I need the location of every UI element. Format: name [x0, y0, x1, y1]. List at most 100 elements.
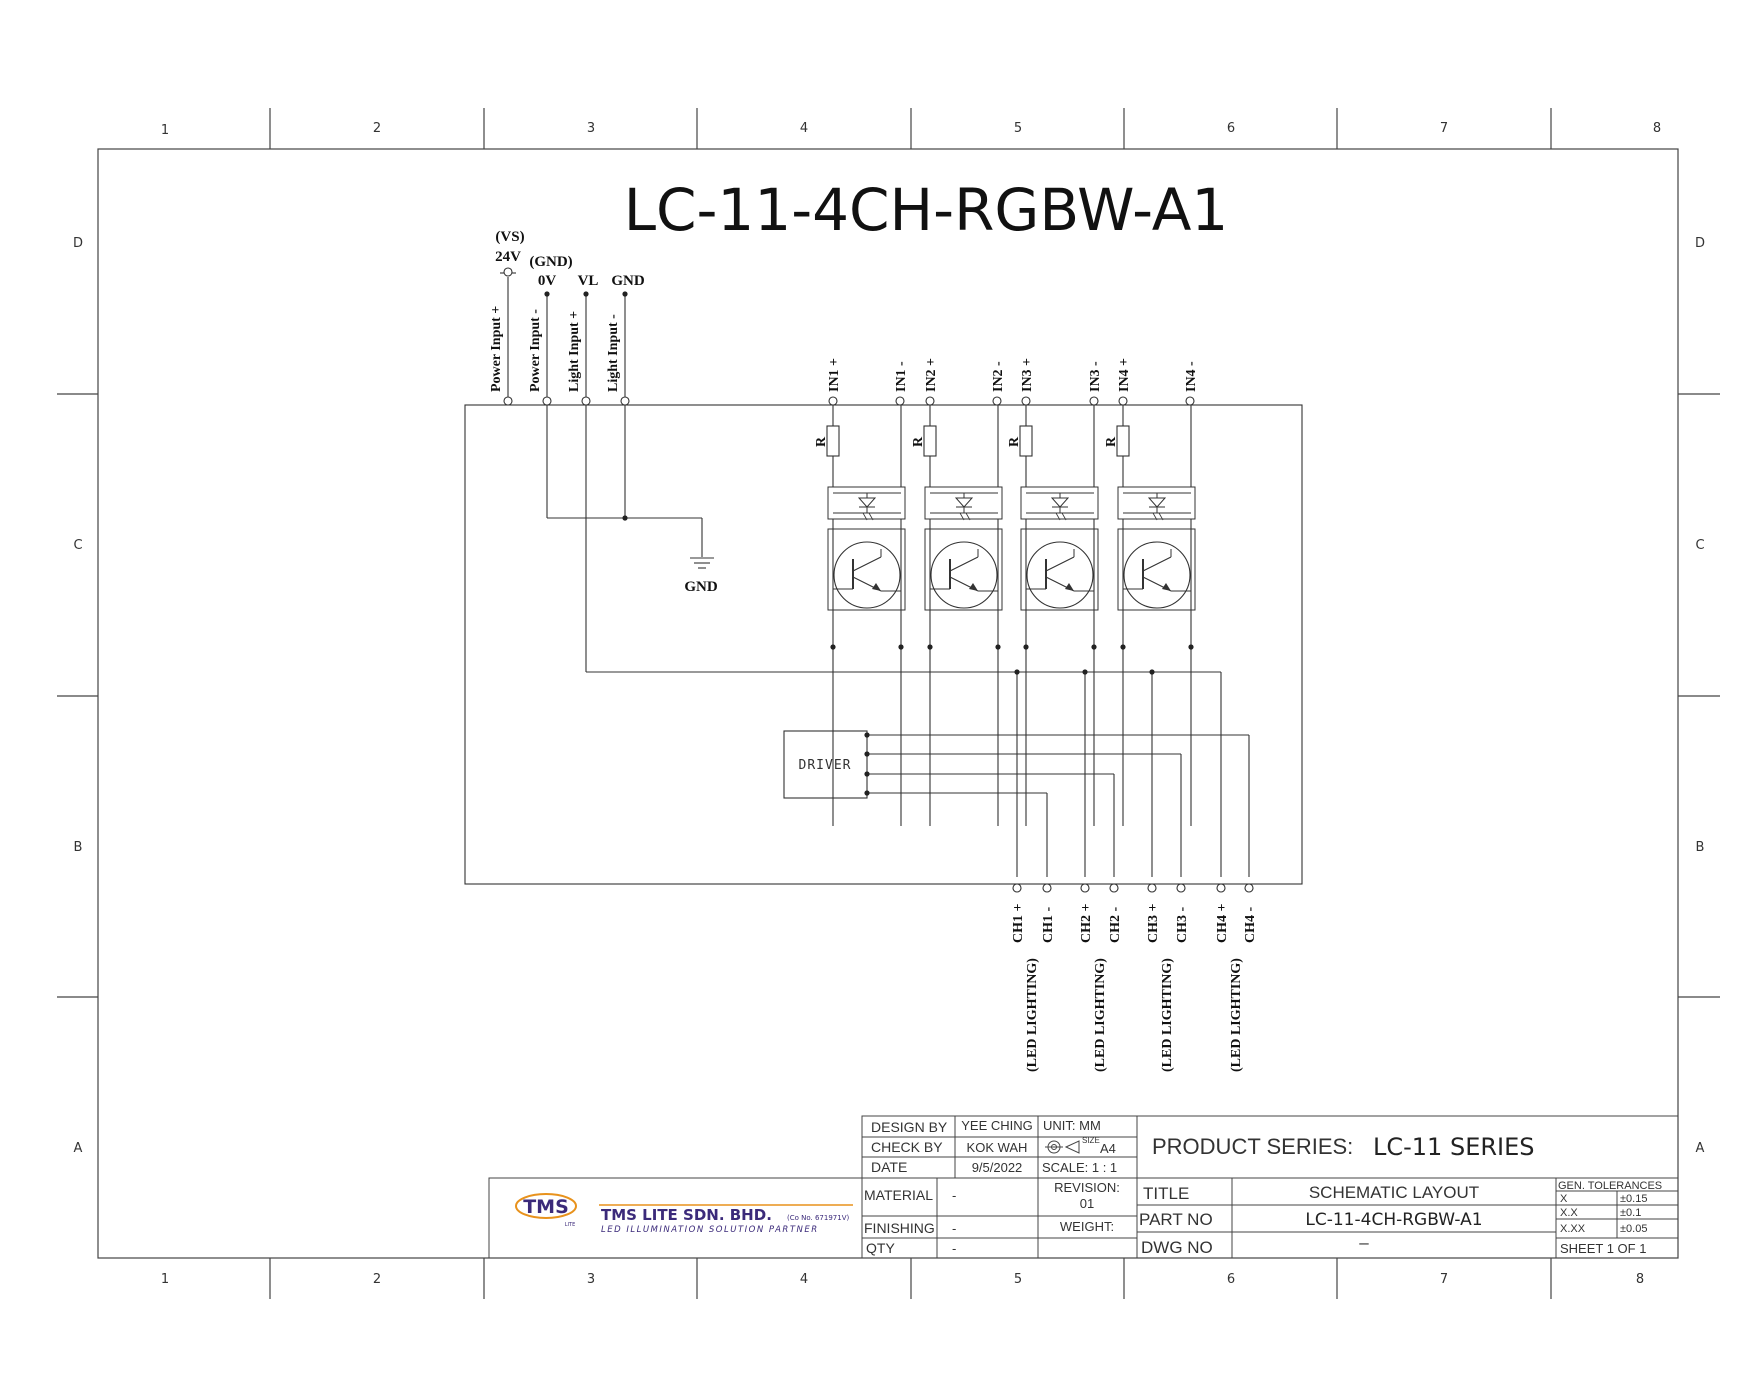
zone-col-top: 3 — [587, 121, 595, 136]
zone-col-top: 7 — [1440, 121, 1448, 136]
in1-minus-label: IN1 - — [894, 361, 909, 392]
resistor-label: R — [1104, 436, 1119, 447]
logo-sub: LITE — [565, 1222, 575, 1228]
zone-row-left: D — [73, 236, 83, 251]
projection-symbol-icon — [1045, 1140, 1080, 1154]
dwg-no-label: DWG NO — [1141, 1238, 1213, 1257]
driver-label: DRIVER — [799, 758, 852, 773]
gnd-label: GND — [611, 273, 645, 289]
finishing-value: - — [952, 1221, 956, 1236]
output-labels: CH1 + CH1 - CH2 + CH2 - CH3 + CH3 - CH4 … — [1011, 904, 1258, 1073]
material-label: MATERIAL — [864, 1187, 933, 1203]
title-block-text: DESIGN BY YEE CHING CHECK BY KOK WAH DAT… — [515, 1118, 1662, 1257]
finishing-label: FINISHING — [864, 1220, 935, 1236]
date-value: 9/5/2022 — [972, 1160, 1023, 1175]
zone-col-top: 4 — [800, 121, 808, 136]
pin-light-input-minus: Light Input - — [606, 314, 621, 392]
tol-key: X.X — [1560, 1207, 1578, 1219]
zone-row-right: D — [1695, 236, 1705, 251]
zone-col-bottom: 6 — [1227, 1272, 1235, 1287]
zone-row-left: A — [74, 1141, 83, 1156]
resistor-label: R — [911, 436, 926, 447]
pin-power-input-minus: Power Input - — [528, 309, 543, 392]
qty-value: - — [952, 1241, 956, 1256]
in4-plus-label: IN4 + — [1117, 358, 1132, 392]
in1-plus-label: IN1 + — [827, 358, 842, 392]
v24-label: 24V — [495, 249, 521, 265]
part-no-label: PART NO — [1139, 1210, 1213, 1229]
in2-minus-label: IN2 - — [991, 361, 1006, 392]
pin-power-input-plus: Power Input + — [489, 306, 504, 392]
zone-col-bottom: 4 — [800, 1272, 808, 1287]
drawing-title: LC-11-4CH-RGBW-A1 — [624, 176, 1229, 244]
vl-label: VL — [578, 273, 599, 289]
power-labels: (VS) 24V (GND) 0V VL GND GND Power Input… — [489, 229, 718, 595]
zone-col-top: 6 — [1227, 121, 1235, 136]
sheet-value: SHEET 1 OF 1 — [1560, 1241, 1646, 1256]
tol-key: X.XX — [1560, 1223, 1586, 1235]
resistor-labels: R R R R — [814, 436, 1119, 447]
tol-value: ±0.05 — [1620, 1223, 1647, 1235]
tol-value: ±0.1 — [1620, 1207, 1641, 1219]
material-value: - — [952, 1188, 956, 1203]
ch1-plus-label: CH1 + — [1011, 904, 1026, 944]
tol-value: ±0.15 — [1620, 1193, 1647, 1205]
resistor-label: R — [1007, 436, 1022, 447]
zone-col-top: 5 — [1014, 121, 1022, 136]
junctions — [544, 291, 1155, 796]
ch3-note: (LED LIGHTING) — [1160, 958, 1175, 1072]
unit-value: UNIT: MM — [1043, 1118, 1101, 1133]
ch2-note: (LED LIGHTING) — [1093, 958, 1108, 1072]
optocoupler-channel-2 — [923, 404, 1003, 827]
company-tagline: LED ILLUMINATION SOLUTION PARTNER — [601, 1225, 819, 1235]
revision-value: 01 — [1080, 1196, 1094, 1211]
zone-col-bottom: 7 — [1440, 1272, 1448, 1287]
logo-text: TMS — [523, 1196, 569, 1218]
in2-plus-label: IN2 + — [924, 358, 939, 392]
ch3-minus-label: CH3 - — [1175, 907, 1190, 944]
zone-row-right: A — [1696, 1141, 1705, 1156]
optocoupler-channel-3 — [1019, 404, 1099, 827]
ch1-minus-label: CH1 - — [1041, 907, 1056, 944]
ch4-note: (LED LIGHTING) — [1229, 958, 1244, 1072]
ch4-minus-label: CH4 - — [1243, 907, 1258, 944]
ch2-minus-label: CH2 - — [1108, 907, 1123, 944]
company-name: TMS LITE SDN. BHD. — [601, 1206, 772, 1224]
zone-col-bottom: 5 — [1014, 1272, 1022, 1287]
optocoupler-channel-4 — [1116, 404, 1196, 827]
ch1-note: (LED LIGHTING) — [1025, 958, 1040, 1072]
zone-row-right: C — [1695, 538, 1704, 553]
revision-label: REVISION: — [1054, 1180, 1120, 1195]
title-value: SCHEMATIC LAYOUT — [1309, 1183, 1479, 1202]
weight-label: WEIGHT: — [1060, 1219, 1114, 1234]
ch3-plus-label: CH3 + — [1146, 904, 1161, 944]
in3-minus-label: IN3 - — [1088, 361, 1103, 392]
title-label: TITLE — [1143, 1184, 1189, 1203]
schematic-body — [464, 272, 1303, 885]
ch2-plus-label: CH2 + — [1079, 904, 1094, 944]
size-label: SIZE — [1082, 1136, 1100, 1145]
zone-row-left: C — [73, 538, 82, 553]
zone-col-top: 2 — [373, 121, 381, 136]
design-by-value: YEE CHING — [961, 1118, 1033, 1133]
company-reg: (Co No. 671971V) — [787, 1214, 849, 1222]
product-series-label: PRODUCT SERIES: — [1152, 1134, 1353, 1159]
zone-row-left: B — [74, 840, 83, 855]
check-by-value: KOK WAH — [967, 1140, 1028, 1155]
title-block-lines — [488, 1115, 1679, 1259]
module-outline — [464, 404, 1303, 885]
qty-label: QTY — [866, 1240, 895, 1256]
vs-label: (VS) — [495, 229, 524, 245]
zero-v-label: 0V — [538, 273, 557, 289]
check-by-label: CHECK BY — [871, 1139, 943, 1155]
resistor-label: R — [814, 436, 829, 447]
tol-key: X — [1560, 1193, 1568, 1205]
zone-col-bottom: 3 — [587, 1272, 595, 1287]
ground-symbol-label: GND — [684, 579, 718, 595]
pin-light-input-plus: Light Input + — [567, 311, 582, 392]
dwg-no-value: – — [1359, 1233, 1369, 1252]
gen-tolerances-label: GEN. TOLERANCES — [1558, 1180, 1662, 1192]
zone-col-top: 1 — [161, 123, 169, 138]
zone-col-bottom: 2 — [373, 1272, 381, 1287]
